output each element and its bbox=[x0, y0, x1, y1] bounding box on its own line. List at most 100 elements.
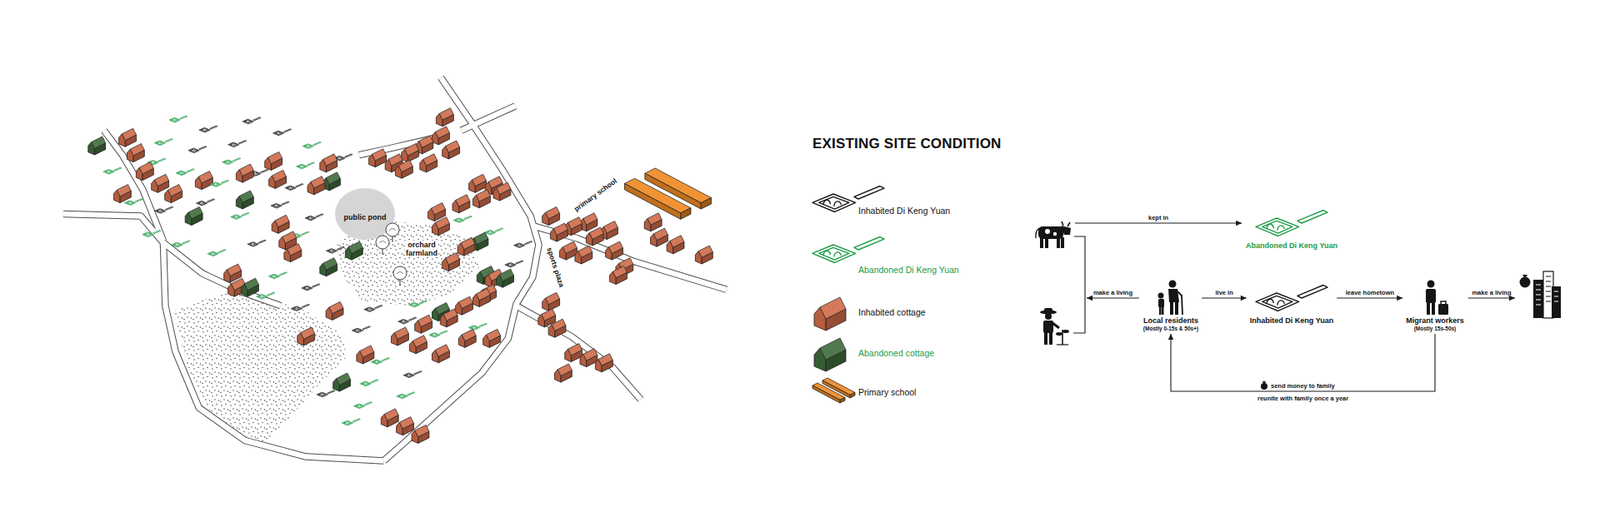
roof bbox=[430, 203, 445, 215]
roof bbox=[562, 241, 577, 254]
cave-arches bbox=[456, 220, 462, 222]
sunken-yard bbox=[515, 244, 524, 248]
di-keng-yuan bbox=[305, 214, 324, 221]
cottage bbox=[380, 409, 399, 428]
courtyard-edge bbox=[341, 420, 353, 426]
roof-shade bbox=[130, 144, 145, 156]
cottage bbox=[396, 417, 415, 436]
sunken-yard bbox=[270, 275, 278, 279]
residents-icon bbox=[1158, 280, 1184, 316]
cottage bbox=[458, 329, 476, 348]
courtyard-edge bbox=[270, 203, 282, 209]
di-keng-yuan bbox=[290, 304, 310, 311]
roof-shade bbox=[670, 235, 685, 248]
roof bbox=[371, 149, 386, 161]
courtyard-edge bbox=[256, 295, 268, 300]
roof-shade bbox=[329, 301, 344, 314]
node-label: Local residents bbox=[1143, 316, 1199, 326]
sunken-yard bbox=[410, 303, 418, 307]
roof-shade bbox=[435, 345, 450, 357]
cave-arches bbox=[411, 304, 417, 306]
tower bbox=[1533, 280, 1544, 319]
roof bbox=[336, 373, 351, 385]
farmer-body bbox=[1043, 320, 1054, 334]
money-bag-knot bbox=[1262, 381, 1266, 385]
sunken-yard bbox=[398, 395, 406, 399]
node-label: Migrant workers bbox=[1405, 316, 1465, 326]
courtyard-edge bbox=[175, 170, 187, 176]
windows bbox=[1545, 276, 1551, 302]
entrance-ramp bbox=[279, 272, 287, 276]
cottage bbox=[265, 151, 283, 170]
roof-shade bbox=[589, 227, 604, 240]
cave-arches bbox=[431, 335, 437, 337]
arrowhead bbox=[1240, 295, 1247, 301]
roof-shade bbox=[445, 140, 460, 153]
elder-leg bbox=[1175, 301, 1179, 315]
entrance-ramp bbox=[238, 140, 246, 145]
entrance-ramp bbox=[186, 169, 195, 173]
block-side bbox=[812, 385, 840, 404]
plant-leaf bbox=[1062, 330, 1070, 334]
sunken-yard bbox=[303, 286, 311, 290]
roof bbox=[545, 207, 560, 220]
roof bbox=[282, 231, 297, 244]
roof-shade bbox=[486, 329, 501, 341]
cottage bbox=[542, 207, 560, 226]
cottage bbox=[119, 128, 137, 147]
cottage bbox=[560, 241, 578, 260]
courtyard-edge bbox=[199, 127, 210, 133]
cottage bbox=[550, 223, 569, 242]
sunken-yard bbox=[275, 131, 283, 135]
roof-shade bbox=[460, 237, 475, 250]
roof bbox=[435, 126, 450, 139]
cave-arches bbox=[190, 150, 196, 152]
entrance-ramp bbox=[362, 326, 370, 330]
roof bbox=[496, 182, 511, 195]
sunken-yard bbox=[372, 360, 380, 365]
sunken-yard bbox=[125, 201, 134, 205]
cottage bbox=[595, 354, 613, 373]
entrance-ramp bbox=[241, 212, 250, 216]
courtyard-edge bbox=[222, 160, 234, 165]
flow-node: Inhabited Di Keng Yuan bbox=[1248, 279, 1335, 326]
roof bbox=[271, 170, 286, 182]
courtyard-edge bbox=[812, 245, 856, 264]
di-keng-yuan bbox=[360, 380, 379, 387]
edge-label: send money to family bbox=[1270, 382, 1336, 390]
courtyard-edge bbox=[360, 381, 371, 387]
roof bbox=[239, 190, 254, 203]
di-keng-yuan bbox=[812, 237, 885, 264]
child-head bbox=[1158, 293, 1165, 300]
entrance-ramp bbox=[854, 186, 885, 200]
make-a-living-arrow bbox=[1468, 297, 1515, 299]
suitcase-handle bbox=[1440, 301, 1446, 305]
courtyard-edge bbox=[171, 242, 183, 248]
di-keng-yuan bbox=[285, 184, 304, 191]
roof-shade bbox=[388, 154, 403, 166]
cottage bbox=[814, 338, 846, 372]
cottage bbox=[420, 154, 438, 173]
entrance-ramp bbox=[135, 199, 143, 203]
roof-shade bbox=[545, 292, 560, 305]
cave-arches bbox=[374, 361, 380, 364]
farmer-icon bbox=[1040, 308, 1070, 345]
sunken-yard bbox=[170, 118, 179, 122]
place-label: public pond bbox=[344, 213, 387, 222]
cottage bbox=[442, 140, 460, 160]
sunken-yard bbox=[355, 405, 363, 409]
cottage bbox=[320, 258, 338, 277]
roof-shade bbox=[475, 190, 490, 202]
di-keng-yuan bbox=[247, 240, 266, 247]
roof bbox=[475, 190, 490, 202]
worker-head bbox=[1427, 280, 1435, 289]
roof bbox=[323, 154, 338, 166]
arrow-label: kept in bbox=[1147, 214, 1170, 222]
place-label: primary school bbox=[571, 176, 618, 214]
cave-arches bbox=[174, 244, 180, 246]
roof bbox=[188, 207, 203, 220]
di-keng-yuan bbox=[354, 402, 373, 410]
cottage bbox=[135, 162, 154, 181]
node-sublabel: (Mostly 0-15s & 50s+) bbox=[1143, 325, 1199, 333]
di-keng-yuan bbox=[453, 215, 472, 223]
